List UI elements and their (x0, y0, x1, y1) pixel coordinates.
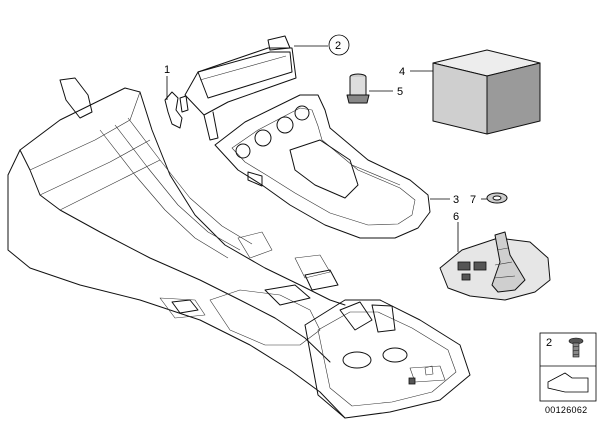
callout-1: 1 (164, 64, 170, 76)
part-1-bracket (164, 91, 189, 129)
part-3-shifter-frame (214, 94, 431, 239)
legend-label: 2 (546, 337, 552, 349)
legend-box: 2 (539, 332, 597, 402)
part-4-box (432, 49, 541, 135)
part-2-trim-panel (184, 35, 297, 141)
part-6-gear-boot (439, 231, 551, 301)
callout-2-circle (328, 34, 350, 56)
center-console-body (7, 77, 471, 419)
part-7-washer (486, 192, 508, 204)
screw-icon (568, 337, 584, 358)
callout-4: 4 (399, 66, 405, 78)
document-id: 00126062 (545, 405, 587, 415)
callout-6: 6 (453, 211, 459, 223)
callout-3: 3 (453, 194, 459, 206)
leader-lines (166, 45, 487, 252)
callout-labels: 1 2 3 4 5 6 7 (164, 34, 476, 223)
part-5-knob (346, 73, 370, 104)
callout-7: 7 (470, 194, 476, 206)
callout-2: 2 (335, 40, 341, 52)
callout-5: 5 (397, 86, 403, 98)
arrow-icon (547, 372, 589, 393)
